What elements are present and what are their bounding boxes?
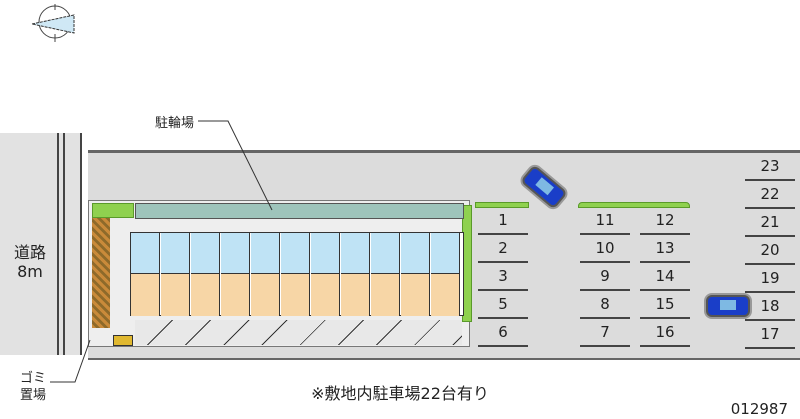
parking-space: 2 [478, 235, 528, 263]
apartment-unit [431, 233, 460, 316]
unit-wet-area [131, 233, 159, 274]
unit-room [311, 274, 339, 316]
unit-wet-area [251, 233, 279, 274]
unit-room [281, 274, 309, 316]
apartment-building [130, 232, 464, 316]
unit-wet-area [431, 233, 459, 274]
parking-space: 23 [745, 153, 795, 181]
unit-wet-area [311, 233, 339, 274]
unit-wet-area [401, 233, 429, 274]
bicycle-parking-label: 駐輪場 [155, 116, 195, 131]
unit-room [131, 274, 159, 316]
apartment-unit [341, 233, 370, 316]
unit-room [371, 274, 399, 316]
parking-space: 10 [580, 235, 630, 263]
unit-wet-area [221, 233, 249, 274]
apartment-unit [371, 233, 400, 316]
greenery [92, 203, 134, 218]
apartment-unit [191, 233, 220, 316]
garbage-label-line1: ゴミ [20, 371, 47, 386]
parking-space: 17 [745, 321, 795, 349]
hedge [92, 218, 110, 328]
unit-room [401, 274, 429, 316]
road [0, 133, 82, 355]
unit-room [251, 274, 279, 316]
car-icon [706, 295, 750, 317]
parking-divider-greenery [578, 202, 690, 208]
parking-space: 22 [745, 181, 795, 209]
parking-note: ※敷地内駐車場22台有り [311, 384, 489, 403]
parking-space: 9 [580, 263, 630, 291]
bicycle-parking [135, 203, 464, 219]
parking-space: 19 [745, 265, 795, 293]
apartment-unit [251, 233, 280, 316]
road-line [57, 133, 59, 355]
unit-wet-area [191, 233, 219, 274]
apartment-unit [401, 233, 430, 316]
parking-space: 5 [478, 291, 528, 319]
parking-space: 8 [580, 291, 630, 319]
road-line [63, 133, 65, 355]
unit-room [161, 274, 189, 316]
parking-space: 15 [640, 291, 690, 319]
garbage-label-line2: 置場 [20, 388, 47, 403]
walkway [135, 320, 462, 345]
unit-room [221, 274, 249, 316]
property-code: 012987 [730, 400, 788, 418]
apartment-unit [281, 233, 310, 316]
unit-room [431, 274, 459, 316]
parking-space: 13 [640, 235, 690, 263]
road-label: 道路 8m [10, 243, 50, 281]
unit-room [341, 274, 369, 316]
compass-icon [31, 4, 75, 42]
parking-divider-greenery [475, 202, 529, 208]
apartment-unit [221, 233, 250, 316]
parking-space: 11 [580, 207, 630, 235]
unit-wet-area [281, 233, 309, 274]
apartment-unit [161, 233, 190, 316]
garbage-station [113, 335, 133, 346]
parking-space: 3 [478, 263, 528, 291]
parking-space: 14 [640, 263, 690, 291]
apartment-unit [131, 233, 160, 316]
apartment-unit [311, 233, 340, 316]
parking-space: 1 [478, 207, 528, 235]
parking-space: 18 [745, 293, 795, 321]
parking-space: 20 [745, 237, 795, 265]
road-width: 8m [17, 262, 43, 281]
parking-space: 6 [478, 319, 528, 347]
parking-space: 21 [745, 209, 795, 237]
parking-space: 16 [640, 319, 690, 347]
parking-space: 12 [640, 207, 690, 235]
unit-wet-area [371, 233, 399, 274]
unit-room [191, 274, 219, 316]
unit-wet-area [341, 233, 369, 274]
road-label-name: 道路 [13, 243, 46, 262]
unit-wet-area [161, 233, 189, 274]
garbage-label: ゴミ 置場 [20, 370, 46, 404]
parking-space: 7 [580, 319, 630, 347]
